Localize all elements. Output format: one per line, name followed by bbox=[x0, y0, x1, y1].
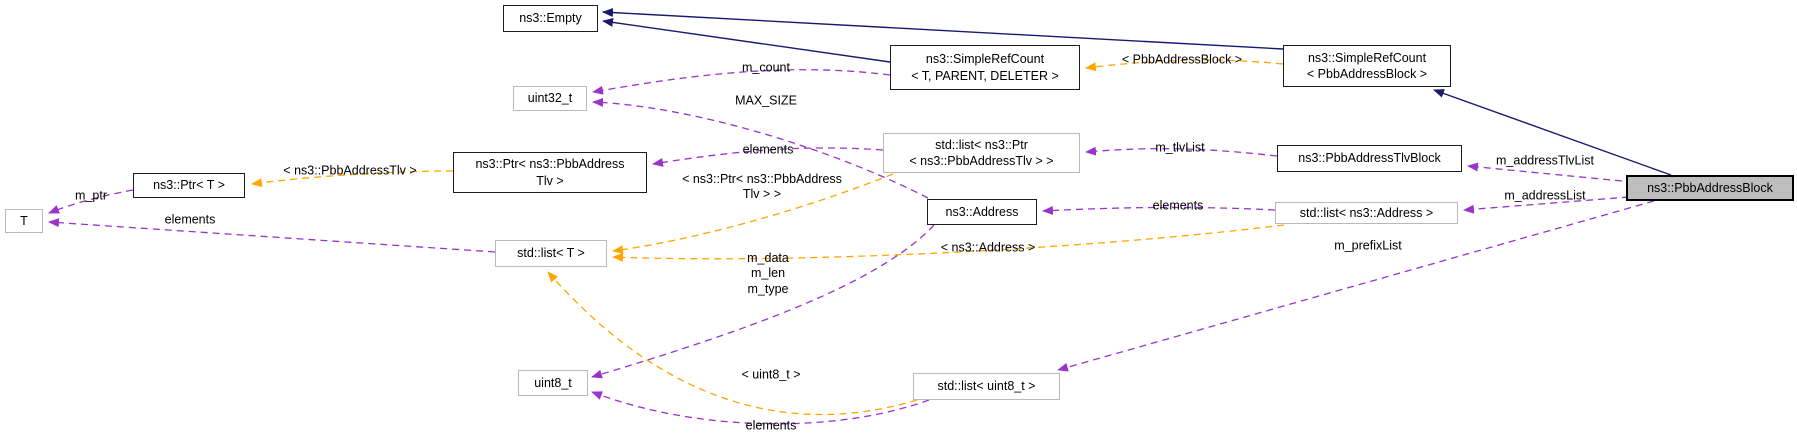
node-label: ns3::PbbAddressBlock bbox=[1647, 180, 1773, 195]
type-node-list-t: std::list< T > bbox=[495, 240, 607, 267]
node-label: ns3::Empty bbox=[519, 11, 582, 26]
node-label: uint32_t bbox=[527, 91, 573, 106]
node-label: std::list< T > bbox=[517, 246, 585, 261]
node-label: ns3::SimpleRefCount< T, PARENT, DELETER … bbox=[911, 52, 1059, 83]
edge-template-19 bbox=[547, 271, 918, 416]
edge-usage-14 bbox=[1467, 162, 1623, 182]
edge-label-max-size: MAX_SIZE bbox=[735, 93, 797, 108]
edge-usage-11 bbox=[1085, 146, 1278, 157]
edge-label-template-pbbaddressblock: < PbbAddressBlock > bbox=[1121, 52, 1243, 67]
edge-label-m-prefixlist: m_prefixList bbox=[1334, 238, 1402, 253]
class-node-simplerefcount-generic[interactable]: ns3::SimpleRefCount< T, PARENT, DELETER … bbox=[890, 45, 1080, 90]
type-node-uint32-t: uint32_t bbox=[513, 86, 587, 111]
edge-template-7 bbox=[251, 170, 454, 188]
edge-usage-4 bbox=[592, 69, 891, 95]
edge-label-elements-addrlist: elements bbox=[1152, 198, 1204, 213]
edge-label-elements-listt: elements bbox=[164, 212, 216, 227]
node-label: ns3::Ptr< T > bbox=[153, 178, 225, 193]
edge-inheritance-1 bbox=[602, 8, 1284, 50]
edge-template-10 bbox=[612, 173, 894, 255]
type-node-list-ptr-pbbaddresstlv: std::list< ns3::Ptr< ns3::PbbAddressTlv … bbox=[883, 133, 1080, 173]
edge-label-elements-ptrlist: elements bbox=[742, 142, 794, 157]
edge-label-template-address: < ns3::Address > bbox=[940, 240, 1036, 255]
edge-template-3 bbox=[1085, 59, 1284, 72]
edge-usage-9 bbox=[48, 218, 496, 253]
node-label: std::list< ns3::Ptr< ns3::PbbAddressTlv … bbox=[909, 137, 1054, 168]
edge-usage-12 bbox=[1042, 205, 1276, 215]
edge-inheritance-0 bbox=[602, 17, 891, 63]
node-label: ns3::PbbAddressTlvBlock bbox=[1298, 151, 1441, 166]
main-class-node-pbbaddressblock: ns3::PbbAddressBlock bbox=[1626, 175, 1794, 201]
edge-usage-17 bbox=[591, 224, 935, 379]
node-label: std::list< ns3::Address > bbox=[1299, 205, 1434, 220]
type-node-uint8-t: uint8_t bbox=[518, 370, 588, 396]
class-node-ptr-t[interactable]: ns3::Ptr< T > bbox=[133, 173, 245, 198]
edge-usage-18 bbox=[591, 391, 930, 425]
edge-label-m-addresstlvlist: m_addressTlvList bbox=[1496, 153, 1594, 168]
node-label: ns3::SimpleRefCount< PbbAddressBlock > bbox=[1306, 50, 1428, 81]
edge-label-m-ptr: m_ptr bbox=[75, 188, 107, 203]
class-node-address[interactable]: ns3::Address bbox=[927, 199, 1037, 225]
edge-label-template-pbbaddresstlv: < ns3::PbbAddressTlv > bbox=[283, 163, 417, 178]
edge-label-m-count: m_count bbox=[742, 60, 790, 75]
edge-label-m-tlvlist: m_tlvList bbox=[1155, 140, 1205, 155]
edge-usage-5 bbox=[592, 97, 929, 199]
class-node-simplerefcount-pbbaddressblock[interactable]: ns3::SimpleRefCount< PbbAddressBlock > bbox=[1283, 45, 1451, 87]
node-label: std::list< uint8_t > bbox=[937, 379, 1036, 394]
node-label: ns3::Address bbox=[945, 204, 1019, 219]
edge-label-template-uint8-t: < uint8_t > bbox=[741, 367, 801, 382]
node-label: T bbox=[20, 213, 28, 228]
edge-usage-16 bbox=[1057, 200, 1655, 372]
type-node-list-uint8-t: std::list< uint8_t > bbox=[913, 373, 1060, 400]
class-node-ns3-empty[interactable]: ns3::Empty bbox=[503, 5, 598, 32]
class-node-pbbaddresstlvblock[interactable]: ns3::PbbAddressTlvBlock bbox=[1277, 145, 1462, 172]
edge-usage-15 bbox=[1463, 196, 1630, 214]
edge-label-m-addresslist: m_addressList bbox=[1504, 188, 1586, 203]
type-node-t: T bbox=[5, 209, 43, 233]
edge-inheritance-2 bbox=[1433, 89, 1672, 176]
edge-template-13 bbox=[612, 224, 1285, 262]
node-label: uint8_t bbox=[534, 375, 572, 390]
type-node-list-address: std::list< ns3::Address > bbox=[1275, 202, 1458, 224]
edge-label-elements-uint8: elements bbox=[745, 418, 797, 433]
